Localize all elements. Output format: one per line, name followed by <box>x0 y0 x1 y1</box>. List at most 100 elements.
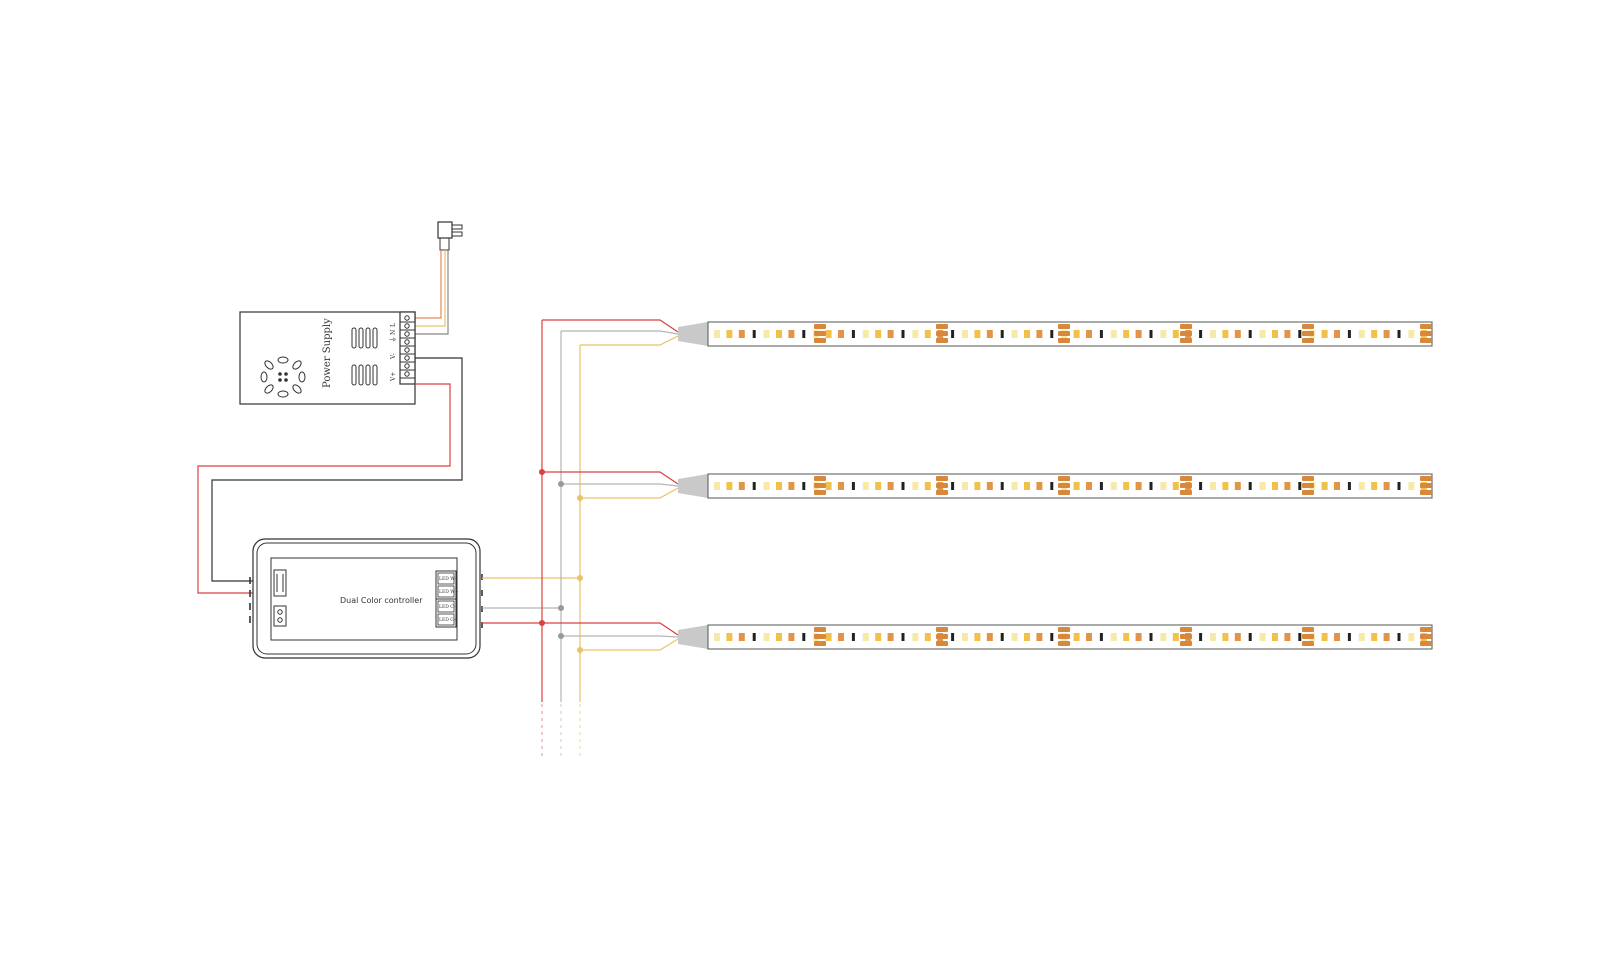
led-chip <box>1036 482 1043 490</box>
led-chip <box>1371 633 1378 641</box>
led-chip <box>1050 482 1054 490</box>
led-chip <box>962 330 968 338</box>
led-chip <box>1222 482 1229 490</box>
mains-wire-l <box>415 250 442 319</box>
led-chip <box>1073 482 1080 490</box>
led-chip <box>912 330 919 338</box>
led-chip <box>912 482 919 490</box>
led-chip <box>1199 330 1203 338</box>
led-chip <box>1086 633 1092 641</box>
led-chip <box>875 482 882 490</box>
cut-point-pad <box>1180 338 1192 343</box>
led-chip <box>1358 482 1365 490</box>
cut-point-pad <box>814 338 826 343</box>
led-chip <box>1172 330 1179 338</box>
led-chip <box>1371 330 1378 338</box>
led-chip <box>1149 330 1153 338</box>
led-chip <box>825 633 832 641</box>
led-strip-3 <box>678 624 1433 650</box>
cut-point-pad <box>1180 634 1192 639</box>
led-chip <box>1172 633 1179 641</box>
led-chip <box>1099 633 1103 641</box>
led-chip <box>1284 633 1291 641</box>
led-chip <box>1298 633 1302 641</box>
led-chip <box>752 482 756 490</box>
led-chip <box>1024 330 1030 338</box>
led-chip <box>1110 633 1117 641</box>
cut-point-pad <box>1180 490 1192 495</box>
cut-point-pad <box>1058 476 1070 481</box>
led-chip <box>1000 482 1004 490</box>
feed-3-warm <box>580 638 679 651</box>
led-chip <box>951 633 955 641</box>
led-chip <box>1149 482 1153 490</box>
input-terminal <box>273 569 287 597</box>
led-chip <box>862 633 869 641</box>
led-chip <box>1358 330 1365 338</box>
led-chip <box>851 482 855 490</box>
led-chip <box>1123 330 1130 338</box>
cut-point-pad <box>814 324 826 329</box>
led-chip <box>776 482 782 490</box>
cut-point-pad <box>1058 331 1070 336</box>
cut-point-pad <box>814 331 826 336</box>
led-chip <box>726 330 733 338</box>
led-chip <box>1172 482 1179 490</box>
cut-point-pad <box>1058 641 1070 646</box>
led-chip <box>788 633 795 641</box>
led-chip <box>802 330 806 338</box>
dc-jack-icon <box>273 605 287 627</box>
led-chip <box>1123 482 1130 490</box>
cut-point-pad <box>1180 641 1192 646</box>
led-chip <box>1284 330 1291 338</box>
feed-1-positive <box>542 319 679 333</box>
led-chip <box>1160 330 1167 338</box>
cut-point-pad <box>936 490 948 495</box>
cut-point-pad <box>814 641 826 646</box>
terminal-label-n: N <box>390 330 397 335</box>
power-supply-label: Power Supply <box>322 318 333 388</box>
led-chip <box>1073 330 1080 338</box>
output-label-4: LED C+ <box>439 617 458 623</box>
cut-point-pad <box>1420 338 1432 343</box>
cut-point-pad <box>936 641 948 646</box>
led-chip <box>1272 330 1278 338</box>
led-chip <box>951 330 955 338</box>
cut-point-pad <box>936 338 948 343</box>
cut-point-pad <box>814 634 826 639</box>
led-chip <box>1347 482 1351 490</box>
led-chip <box>901 633 905 641</box>
led-chip <box>887 330 894 338</box>
led-chip <box>738 633 745 641</box>
power-plug-icon <box>437 221 463 251</box>
dc-negative-wire <box>211 357 463 582</box>
led-chip <box>726 482 733 490</box>
led-chip <box>825 330 832 338</box>
terminal-label-vneg-1: V- <box>390 353 397 360</box>
led-chip <box>1123 633 1130 641</box>
led-chip <box>901 330 905 338</box>
led-chip <box>1210 633 1216 641</box>
cut-point-pad <box>1180 476 1192 481</box>
led-chip <box>1024 482 1030 490</box>
led-chip <box>838 633 844 641</box>
led-chip <box>851 330 855 338</box>
cut-point-pad <box>814 483 826 488</box>
led-chip <box>1050 330 1054 338</box>
feed-3-cool <box>561 635 679 638</box>
cut-point-pad <box>1420 483 1432 488</box>
cut-point-pad <box>1180 483 1192 488</box>
led-chip <box>1099 330 1103 338</box>
led-chip <box>1347 330 1351 338</box>
led-chip <box>986 633 993 641</box>
feed-1-warm <box>580 335 679 346</box>
cut-point-pad <box>936 634 948 639</box>
led-chip <box>1199 633 1203 641</box>
led-chip <box>1334 633 1340 641</box>
led-chip <box>788 330 795 338</box>
led-chip <box>1259 330 1266 338</box>
strip-connector <box>678 625 708 649</box>
led-chip <box>1135 330 1142 338</box>
led-chip <box>714 330 720 338</box>
feed-2-positive <box>542 471 679 485</box>
